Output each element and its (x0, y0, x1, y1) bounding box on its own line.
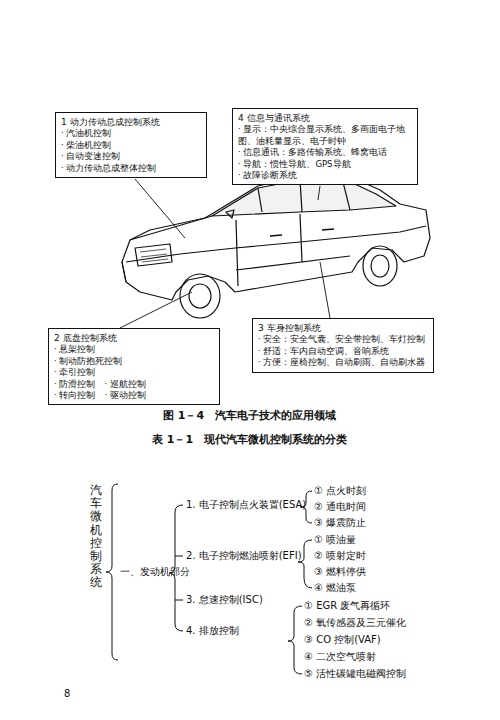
sub-item: ④ 二次空气喷射 (304, 650, 376, 664)
box-item: · 汽油机控制 (61, 128, 201, 139)
page-number: 8 (64, 688, 70, 699)
figure-caption: 图 1－4 汽车电子技术的应用领域 (163, 408, 336, 423)
box-item: · 故障诊断系统 (238, 170, 412, 181)
sub-item: ① 喷油量 (314, 533, 356, 547)
box-item: · 安全：安全气囊、安全带控制、车灯控制 (258, 334, 428, 345)
box-item: · 方便：座椅控制、自动刷雨、自动刷水器 (258, 357, 428, 368)
sub-item: ③ 爆震防止 (314, 516, 366, 530)
sub-item: ② 喷射定时 (314, 549, 366, 563)
box-item: · 信息通讯：多路传输系统、蜂窝电话 (238, 147, 412, 158)
sub-item: ③ 燃料停供 (314, 565, 366, 579)
sub-item: ② 通电时间 (314, 500, 366, 514)
sub-item: ① EGR 废气再循环 (304, 599, 390, 613)
box-item: · 转向控制 · 驱动控制 (54, 390, 214, 401)
box-item: · 动力传动总成整体控制 (61, 163, 201, 174)
sub-item: ① 点火时刻 (314, 484, 366, 498)
callout-box: 1 动力传动总成控制系统· 汽油机控制· 柴油机控制· 自动变速控制· 动力传动… (55, 112, 207, 178)
box-item: · 防滑控制 · 巡航控制 (54, 379, 214, 390)
callout-box: 4 信息与通讯系统· 显示：中央综合显示系统、多画面电子地图、油耗量显示、电子时… (232, 108, 418, 185)
box-heading: 3 车身控制系统 (258, 322, 428, 334)
category-label: 一、发动机部分 (120, 565, 190, 579)
item-label: 2. 电子控制燃油喷射(EFI) (186, 549, 302, 563)
box-item: · 牵引控制 (54, 367, 214, 378)
item-label: 3. 怠速控制(ISC) (186, 593, 263, 607)
box-heading: 4 信息与通讯系统 (238, 112, 412, 124)
callout-box: 3 车身控制系统· 安全：安全气囊、安全带控制、车灯控制· 舒适：车内自动空调、… (252, 318, 434, 373)
box-item: · 悬架控制 (54, 344, 214, 355)
box-item: · 自动变速控制 (61, 151, 201, 162)
callout-box: 2 底盘控制系统· 悬架控制· 制动防抱死控制· 牵引控制· 防滑控制 · 巡航… (48, 328, 220, 405)
sub-item: ③ CO 控制(VAF) (304, 633, 381, 647)
sub-item: ⑤ 活性碳罐电磁阀控制 (304, 667, 406, 681)
box-heading: 1 动力传动总成控制系统 (61, 116, 201, 128)
box-item: · 显示：中央综合显示系统、多画面电子地图、油耗量显示、电子时钟 (238, 124, 412, 147)
table-title: 表 1－1 现代汽车微机控制系统的分类 (152, 432, 347, 447)
sub-item: ② 氧传感器及三元催化 (304, 616, 406, 630)
item-label: 1. 电子控制点火装置(ESA) (186, 498, 306, 512)
box-heading: 2 底盘控制系统 (54, 332, 214, 344)
sub-item: ④ 燃油泵 (314, 581, 356, 595)
box-item: · 舒适：车内自动空调、音响系统 (258, 346, 428, 357)
system-title: 汽车微机控制系统 (90, 484, 102, 590)
box-item: · 导航：惯性导航、GPS导航 (238, 159, 412, 170)
box-item: · 柴油机控制 (61, 140, 201, 151)
item-label: 4. 排放控制 (186, 624, 239, 638)
box-item: · 制动防抱死控制 (54, 356, 214, 367)
